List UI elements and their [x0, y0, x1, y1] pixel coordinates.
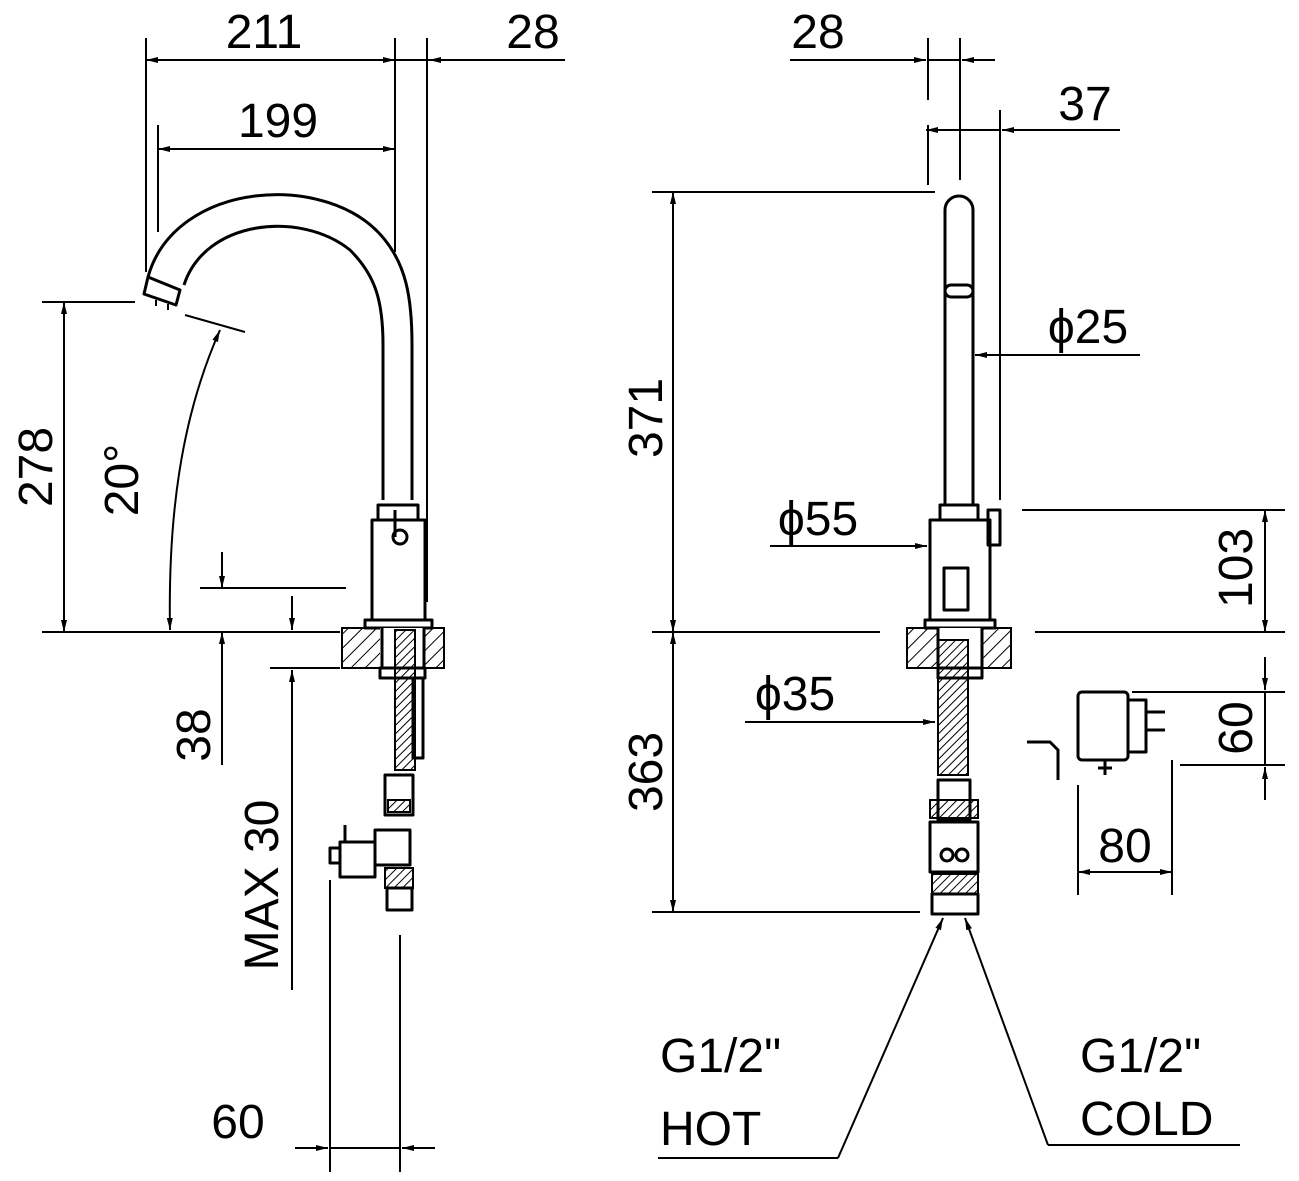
dim-28-side: 28	[506, 6, 559, 59]
tap-body-front	[928, 518, 992, 622]
hot-label: HOT	[660, 1103, 761, 1156]
hose-side	[394, 629, 416, 771]
valve-front	[928, 778, 980, 916]
spout-front	[943, 194, 975, 505]
valve-side	[328, 773, 415, 912]
dim-199: 199	[238, 95, 318, 148]
power-adapter	[1076, 690, 1130, 762]
front-view: 28 37 ϕ25 371 ϕ55 103	[620, 6, 1285, 1159]
dim-103: 103	[1210, 528, 1263, 608]
dim-38: 38	[168, 708, 221, 761]
dim-363: 363	[620, 732, 673, 812]
angle-arc	[166, 329, 221, 631]
dim-diam-25: ϕ25	[1048, 301, 1128, 354]
spout-outline	[146, 193, 414, 500]
cold-label: COLD	[1080, 1093, 1213, 1146]
dim-371: 371	[620, 378, 673, 458]
hot-thread: G1/2"	[660, 1030, 781, 1083]
dim-60-bottom: 60	[211, 1096, 264, 1149]
dim-80: 80	[1098, 820, 1151, 873]
dim-28-front: 28	[791, 6, 844, 59]
hose-front	[937, 639, 969, 776]
dim-max-30: MAX 30	[236, 800, 289, 971]
cable-hook	[1027, 740, 1060, 780]
dim-diam-55: ϕ55	[778, 493, 858, 546]
cold-thread: G1/2"	[1080, 1030, 1201, 1083]
dim-37: 37	[1058, 78, 1111, 131]
power-supply: 60 80	[1027, 657, 1285, 895]
dim-278: 278	[10, 427, 63, 507]
dim-60-adapter: 60	[1210, 701, 1263, 754]
side-view: 211 28 199	[10, 6, 565, 1172]
angle-20: 20°	[96, 444, 149, 517]
dim-211: 211	[226, 6, 303, 59]
tap-body-side	[370, 518, 427, 622]
dim-diam-35: ϕ35	[755, 668, 835, 721]
